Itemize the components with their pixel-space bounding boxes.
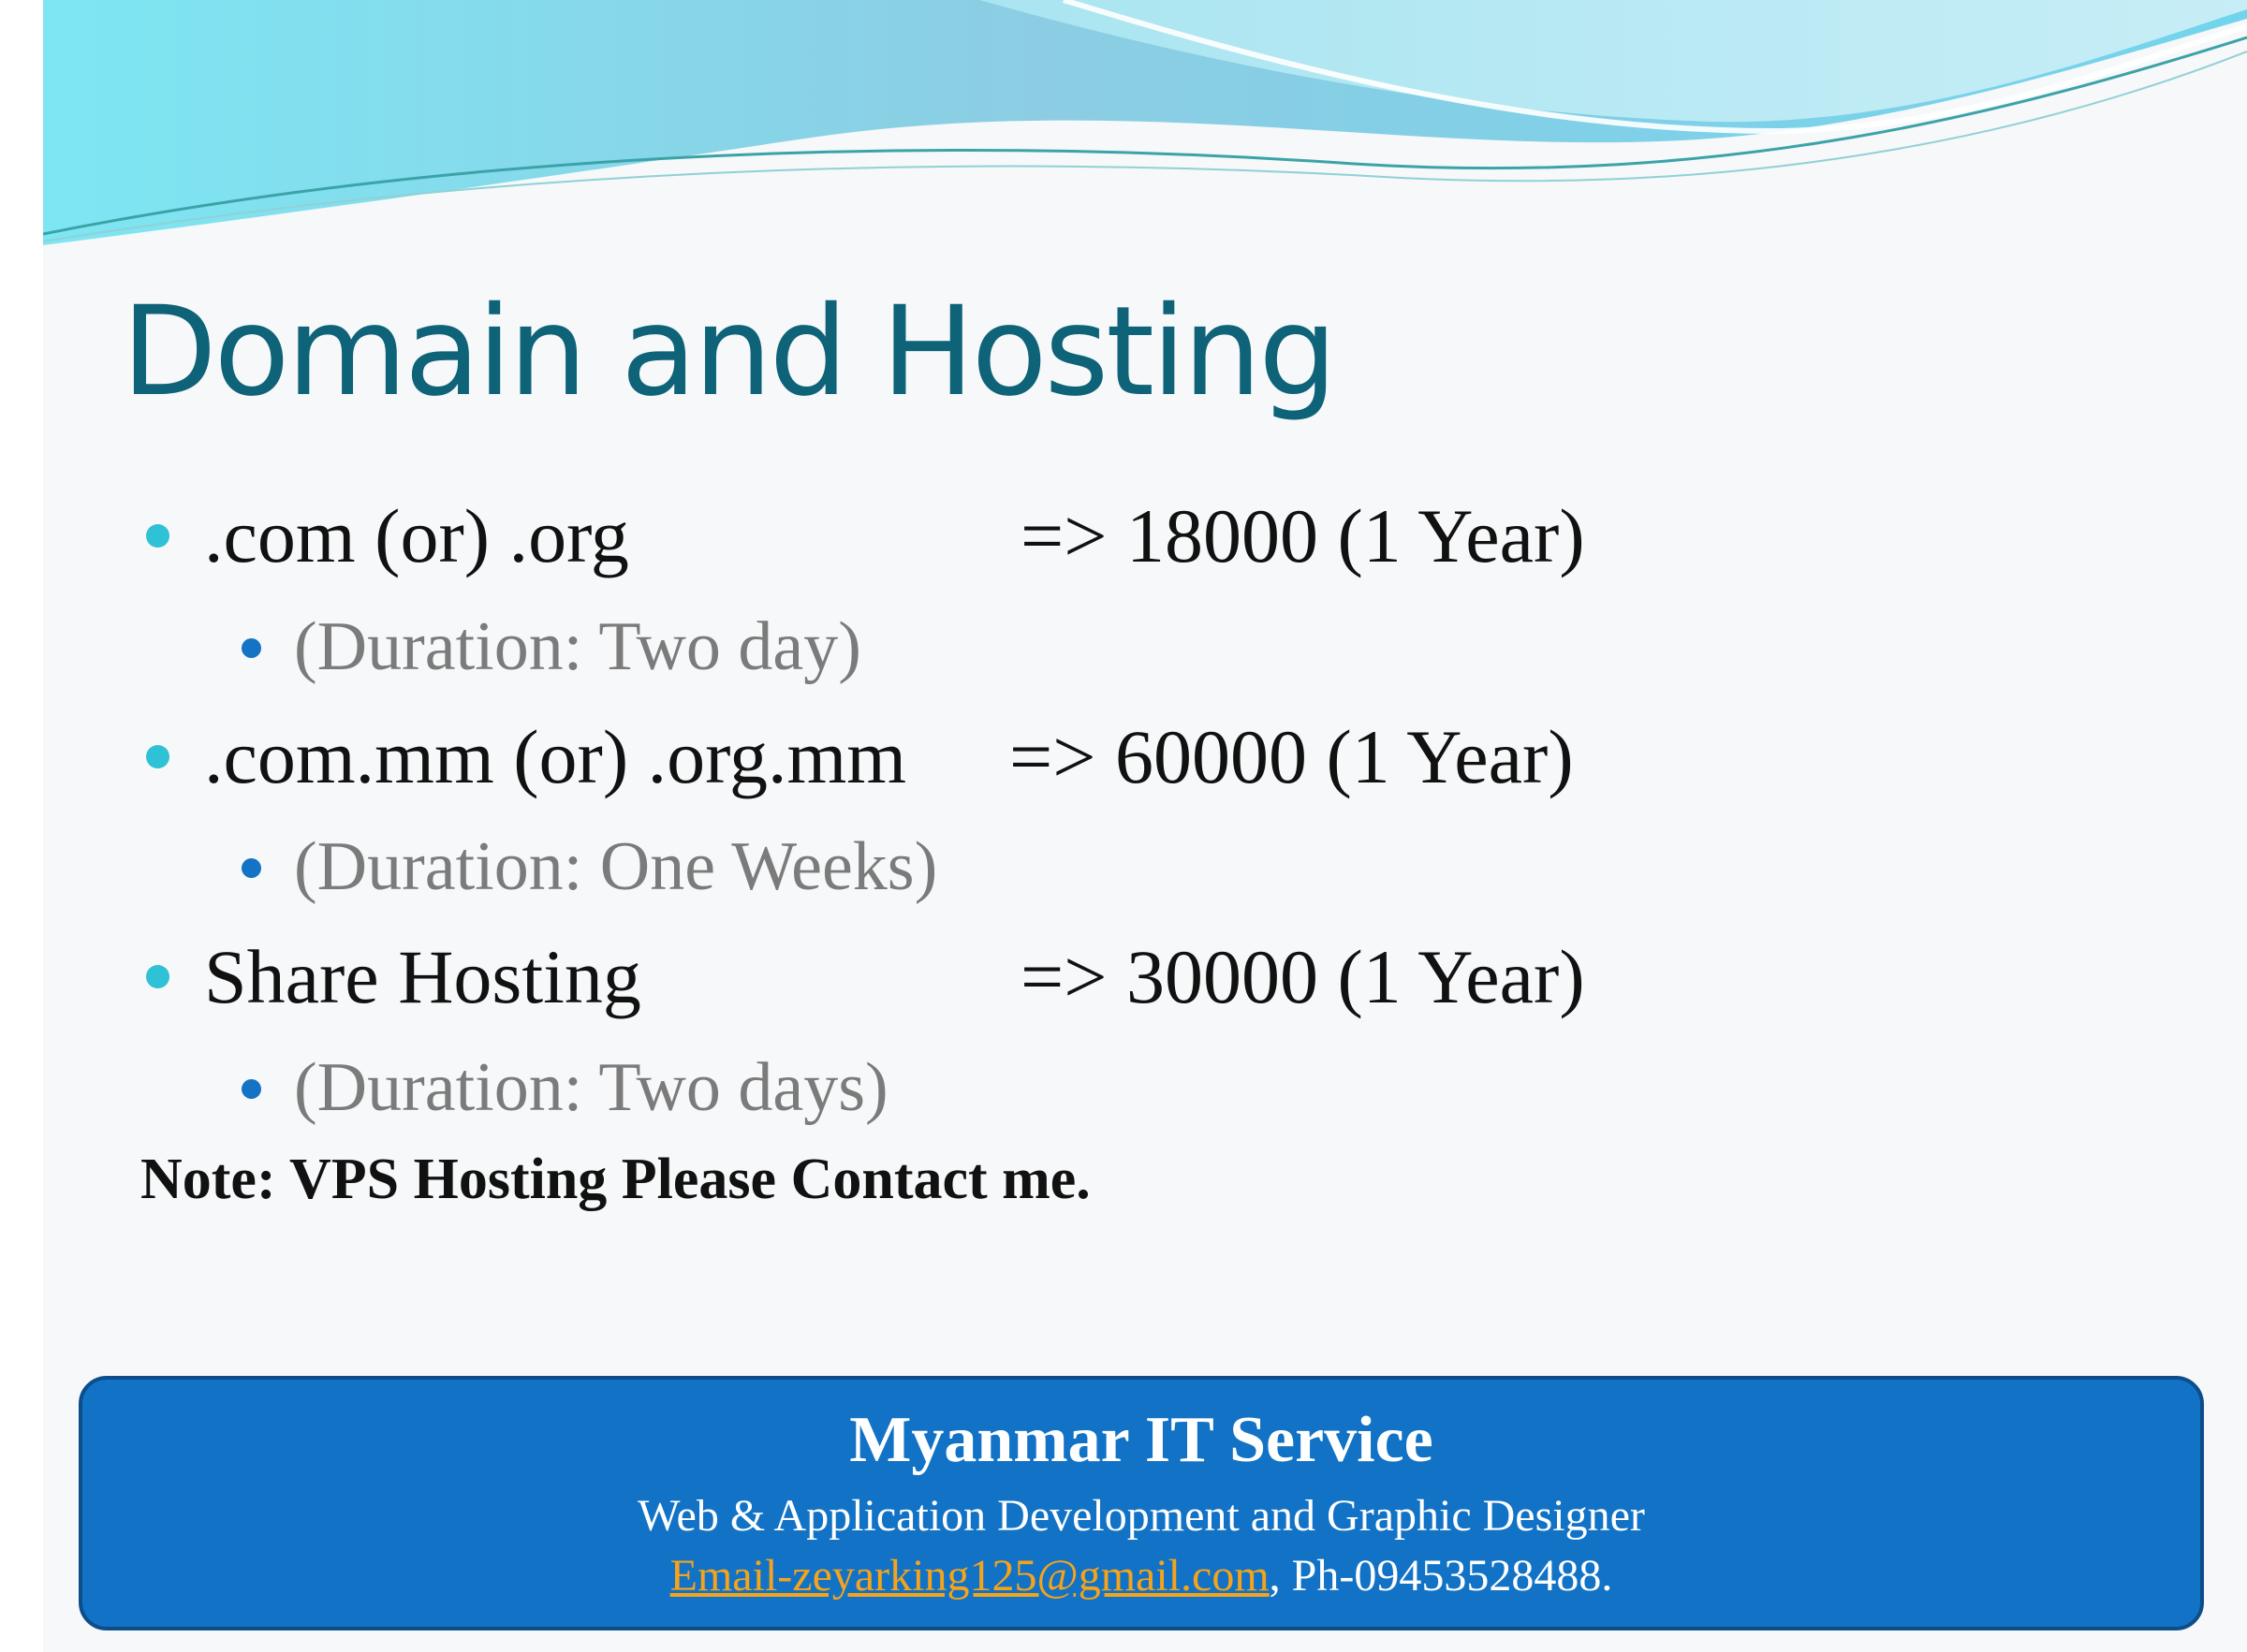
item-price: => 60000 (1 Year) <box>1009 714 1574 799</box>
item-duration: (Duration: Two days) <box>294 1049 889 1126</box>
slide: Domain and Hosting .com (or) .org => 180… <box>43 0 2247 1652</box>
page-title: Domain and Hosting <box>122 280 1337 424</box>
bullet-icon <box>146 965 169 988</box>
item-label: Share Hosting <box>204 934 641 1019</box>
decorative-wave-header <box>43 0 2247 245</box>
company-tagline: Web & Application Development and Graphi… <box>638 1491 1645 1541</box>
bullet-icon <box>146 745 169 768</box>
bullet-icon <box>146 524 169 548</box>
sub-bullet-icon <box>242 1079 261 1099</box>
contact-line: Email-zeyarking125@gmail.com, Ph-0945352… <box>82 1554 2200 1599</box>
note-text: Note: VPS Hosting Please Contact me. <box>140 1148 1091 1211</box>
contact-separator: , <box>1269 1551 1292 1601</box>
item-duration: (Duration: One Weeks) <box>294 828 938 905</box>
sub-bullet-icon <box>242 858 261 878</box>
item-price: => 18000 (1 Year) <box>1021 493 1585 578</box>
item-price: => 30000 (1 Year) <box>1021 934 1585 1019</box>
footer-banner: Myanmar IT Service Web & Application Dev… <box>79 1376 2204 1630</box>
company-name: Myanmar IT Service <box>849 1404 1433 1476</box>
phone-number: Ph-09453528488. <box>1291 1551 1613 1601</box>
item-label: .com (or) .org <box>204 493 629 578</box>
sub-bullet-icon <box>242 638 261 658</box>
item-label: .com.mm (or) .org.mm <box>204 714 907 799</box>
item-duration: (Duration: Two day) <box>294 608 861 685</box>
email-link[interactable]: Email-zeyarking125@gmail.com <box>669 1551 1270 1601</box>
